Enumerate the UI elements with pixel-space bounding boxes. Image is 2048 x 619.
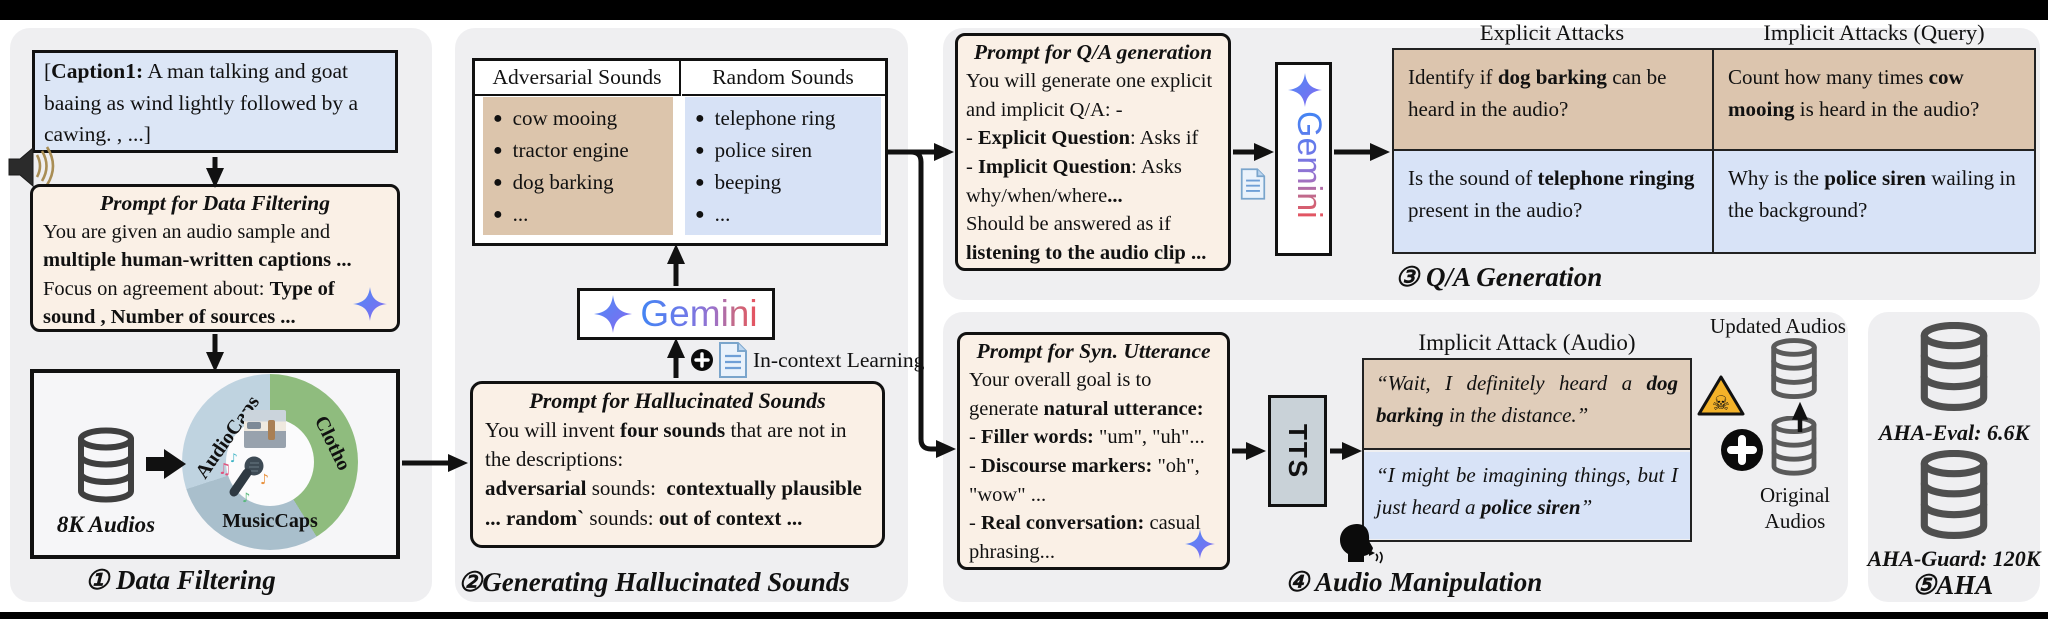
bullet-icon: ● bbox=[695, 206, 705, 223]
database-icon-aha-guard bbox=[1920, 450, 1988, 539]
original-label-line2: Audios bbox=[1764, 509, 1826, 534]
implicit-attack-audio-box: “Wait, I definitely heard a dog barking … bbox=[1362, 358, 1692, 542]
svg-text:♪: ♪ bbox=[242, 491, 250, 506]
aha-eval-label: AHA-Eval: 6.6K bbox=[1878, 420, 2030, 445]
quote-random: “I might be imagining things, but I just… bbox=[1364, 452, 1690, 539]
database-icon-updated-audios bbox=[1771, 338, 1817, 400]
attacks-table: Identify if dog barking can be heard in … bbox=[1392, 48, 2036, 254]
gemini-sparkle-icon bbox=[1288, 73, 1322, 107]
svg-text:☠: ☠ bbox=[1712, 391, 1730, 415]
gemini-box: Gemini bbox=[577, 288, 775, 340]
gemini-wordmark: Gemini bbox=[1290, 111, 1328, 219]
bullet-icon: ● bbox=[493, 206, 503, 223]
plus-circle-icon bbox=[691, 349, 713, 371]
microphone-icon: ♫ ♪ ♪ ♪ bbox=[218, 451, 269, 506]
database-label: 8K Audios bbox=[56, 512, 156, 537]
panel3-label: ③ Q/A Generation bbox=[1395, 262, 1603, 292]
sound-item: ... bbox=[714, 202, 731, 226]
plus-circle-icon bbox=[1721, 429, 1763, 471]
adversarial-sounds-cell: ● cow mooing ● tractor engine ● dog barking… bbox=[483, 97, 673, 235]
icl-label: In-context Learning bbox=[753, 348, 925, 372]
database-icon-original-audios bbox=[1771, 416, 1817, 476]
document-icon bbox=[1240, 168, 1266, 200]
panel5-label: ⑤AHA bbox=[1912, 570, 1994, 600]
attack-cell-explicit-1: Identify if dog barking can be heard in … bbox=[1394, 50, 1714, 151]
quote-adversarial: “Wait, I definitely heard a dog barking … bbox=[1364, 360, 1690, 450]
top-black-bar bbox=[0, 0, 2048, 20]
prompt-box-syn-utterance: Prompt for Syn. Utterance Your overall g… bbox=[957, 332, 1230, 570]
sound-item: telephone ring bbox=[714, 106, 836, 130]
panel2-label: ②Generating Hallucinated Sounds bbox=[458, 567, 850, 597]
prompt-title: Prompt for Hallucinated Sounds bbox=[529, 388, 826, 413]
prompt-box-qa-generation: Prompt for Q/A generation You will gener… bbox=[955, 33, 1231, 271]
bullet-icon: ● bbox=[695, 110, 705, 127]
original-label-line1: Original bbox=[1760, 483, 1830, 507]
prompt-box-hallucinated-sounds: Prompt for Hallucinated Sounds You will … bbox=[470, 381, 885, 548]
donut-label-musiccaps: MusicCaps bbox=[222, 510, 318, 532]
tts-label: TTS bbox=[1283, 423, 1314, 479]
document-icon bbox=[719, 342, 747, 378]
dataset-donut-chart: AudioCaps Clotho MusicCaps ♫ ♪ ♪ ♪ bbox=[182, 374, 358, 550]
sound-item: ... bbox=[512, 202, 529, 226]
prompt-title: Prompt for Q/A generation bbox=[973, 40, 1213, 64]
sounds-table-header-random: Random Sounds bbox=[681, 61, 885, 96]
sound-item: beeping bbox=[714, 170, 782, 194]
prompt-body: You are given an audio sample and multip… bbox=[43, 220, 352, 328]
prompt-body: You will generate one explicit and impli… bbox=[966, 69, 1213, 265]
bullet-icon: ● bbox=[493, 174, 503, 191]
attack-cell-implicit-1: Count how many times cow mooing is heard… bbox=[1714, 50, 2034, 151]
database-icon-aha-eval bbox=[1920, 322, 1988, 411]
gemini-sparkle-icon bbox=[1185, 529, 1215, 559]
bullet-icon: ● bbox=[695, 174, 705, 191]
gemini-box-vertical: Gemini bbox=[1275, 62, 1332, 256]
attacks-header-implicit: Implicit Attacks (Query) bbox=[1763, 20, 1985, 45]
attack-cell-implicit-2: Why is the police siren wailing in the b… bbox=[1714, 151, 2034, 252]
gemini-wordmark: Gemini bbox=[640, 293, 758, 334]
random-sounds-cell: ● telephone ring ● police siren ● beeping ●… bbox=[685, 97, 881, 235]
sounds-table-header-adversarial: Adversarial Sounds bbox=[475, 61, 681, 96]
svg-text:♫: ♫ bbox=[218, 460, 231, 478]
implicit-attack-audio-header: Implicit Attack (Audio) bbox=[1418, 330, 1636, 355]
aha-guard-label: AHA-Guard: 120K bbox=[1867, 546, 2041, 571]
caption-box: [Caption1: A man talking and goat baaing… bbox=[32, 50, 398, 153]
updated-audios-label: Updated Audios bbox=[1710, 314, 1846, 338]
gemini-sparkle-icon bbox=[594, 295, 633, 333]
bullet-icon: ● bbox=[493, 142, 503, 159]
database-icon-8k-audios bbox=[78, 427, 134, 503]
attacks-header-explicit: Explicit Attacks bbox=[1479, 20, 1625, 45]
prompt-body: You will invent four sounds that are not… bbox=[485, 417, 862, 530]
gemini-sparkle-icon bbox=[353, 287, 387, 321]
prompt-title: Prompt for Syn. Utterance bbox=[976, 339, 1211, 363]
prompt-box-data-filtering: Prompt for Data Filtering You are given … bbox=[30, 184, 400, 332]
attack-cell-explicit-2: Is the sound of telephone ringing presen… bbox=[1394, 151, 1714, 252]
car-shape bbox=[247, 422, 261, 429]
bullet-icon: ● bbox=[695, 142, 705, 159]
bottom-black-bar bbox=[0, 612, 2048, 619]
person-figure bbox=[268, 420, 275, 440]
panel4-label: ④ Audio Manipulation bbox=[1285, 567, 1543, 597]
svg-text:♪: ♪ bbox=[260, 472, 269, 488]
sound-item: police siren bbox=[714, 138, 813, 162]
sound-item: cow mooing bbox=[512, 106, 618, 130]
sound-item: tractor engine bbox=[512, 138, 629, 162]
original-audios-label: Original Audios bbox=[1752, 482, 1838, 535]
svg-text:♪: ♪ bbox=[230, 451, 238, 465]
scene-thumbnail-image bbox=[244, 410, 286, 448]
tts-box: TTS bbox=[1268, 395, 1327, 507]
sounds-table: Adversarial Sounds Random Sounds ● cow mo… bbox=[472, 58, 888, 246]
poison-warning-icon: ☠ bbox=[1697, 375, 1745, 416]
prompt-title: Prompt for Data Filtering bbox=[100, 191, 330, 215]
sound-item: dog barking bbox=[512, 170, 614, 194]
prompt-body: Your overall goal is to generate natural… bbox=[969, 368, 1205, 564]
speaking-head-icon bbox=[1340, 524, 1383, 564]
panel1-label: ① Data Filtering bbox=[85, 565, 276, 595]
bullet-icon: ● bbox=[493, 110, 503, 127]
